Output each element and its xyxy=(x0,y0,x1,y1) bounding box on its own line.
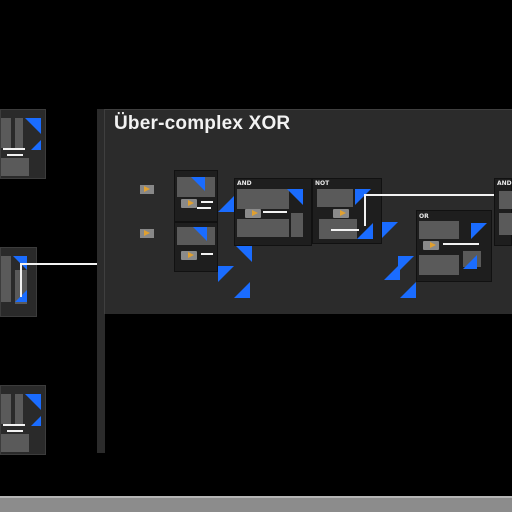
blue-triangle-icon xyxy=(471,223,487,239)
input-pin-icon xyxy=(333,209,349,218)
blue-triangle-icon xyxy=(234,282,250,298)
wire-segment xyxy=(331,229,359,231)
panel-left-bar xyxy=(97,109,105,453)
blue-triangle-icon xyxy=(384,264,400,280)
input-pin-icon xyxy=(245,209,261,218)
gate-cell xyxy=(419,255,459,275)
wire-horizontal xyxy=(364,194,504,196)
not-gate[interactable]: NOT xyxy=(312,178,382,244)
input-pin-icon xyxy=(181,199,197,208)
blue-triangle-icon xyxy=(31,140,41,150)
gate-cell xyxy=(291,213,303,237)
blue-triangle-icon xyxy=(357,223,373,239)
blue-triangle-icon xyxy=(31,416,41,426)
blue-triangle-icon xyxy=(398,256,414,272)
left-gate-block-top[interactable] xyxy=(0,109,46,179)
wire-segment xyxy=(263,211,287,213)
wire-segment xyxy=(7,430,23,432)
input-gate-top[interactable] xyxy=(174,170,218,222)
gate-cell xyxy=(237,219,289,237)
block-cell xyxy=(1,256,11,302)
or-gate-label: OR xyxy=(419,213,429,220)
not-gate-label: NOT xyxy=(315,180,330,187)
left-gate-block-middle[interactable] xyxy=(0,247,37,317)
blue-triangle-icon xyxy=(193,227,207,241)
left-gate-block-bottom[interactable] xyxy=(0,385,46,455)
wire-segment xyxy=(443,243,479,245)
wire-segment xyxy=(197,207,211,209)
blue-triangle-icon xyxy=(218,266,234,282)
gate-cell xyxy=(499,213,512,235)
block-cell xyxy=(15,118,23,148)
wire-segment xyxy=(201,201,213,203)
blue-triangle-icon xyxy=(25,118,41,134)
panel-title: Über-complex XOR xyxy=(114,113,291,134)
and-gate-right-label: AND xyxy=(497,180,512,187)
block-cell xyxy=(15,394,23,424)
blue-triangle-icon xyxy=(382,222,398,238)
wire-segment xyxy=(7,154,23,156)
and-gate-label: AND xyxy=(237,180,252,187)
and-gate-right[interactable]: AND xyxy=(494,178,512,246)
block-cell xyxy=(1,394,11,424)
wire-vertical xyxy=(364,194,366,226)
block-cell xyxy=(1,158,29,176)
wire-vertical xyxy=(20,263,22,297)
wire-segment xyxy=(201,253,213,255)
wire-segment xyxy=(3,148,25,150)
blue-triangle-icon xyxy=(355,189,371,205)
blue-triangle-icon xyxy=(236,246,252,262)
blue-triangle-icon xyxy=(400,282,416,298)
gate-cell xyxy=(419,221,459,239)
or-gate[interactable]: OR xyxy=(416,210,492,282)
block-cell xyxy=(1,118,11,148)
blue-triangle-icon xyxy=(218,196,234,212)
blue-triangle-icon xyxy=(191,177,205,191)
input-pin-icon[interactable] xyxy=(140,185,154,194)
blue-triangle-icon xyxy=(463,255,477,269)
blue-triangle-icon xyxy=(287,189,303,205)
bottom-toolbar[interactable] xyxy=(0,496,512,512)
gate-cell xyxy=(317,189,353,207)
gate-cell xyxy=(499,191,512,209)
wire-horizontal xyxy=(20,263,97,265)
input-pin-icon xyxy=(423,241,439,250)
input-pin-icon xyxy=(181,251,197,260)
wire-segment xyxy=(3,424,25,426)
blue-triangle-icon xyxy=(25,394,41,410)
input-pin-icon[interactable] xyxy=(140,229,154,238)
gate-cell xyxy=(237,189,289,209)
block-cell xyxy=(1,434,29,452)
and-gate[interactable]: AND xyxy=(234,178,312,246)
input-gate-bottom[interactable] xyxy=(174,222,218,272)
